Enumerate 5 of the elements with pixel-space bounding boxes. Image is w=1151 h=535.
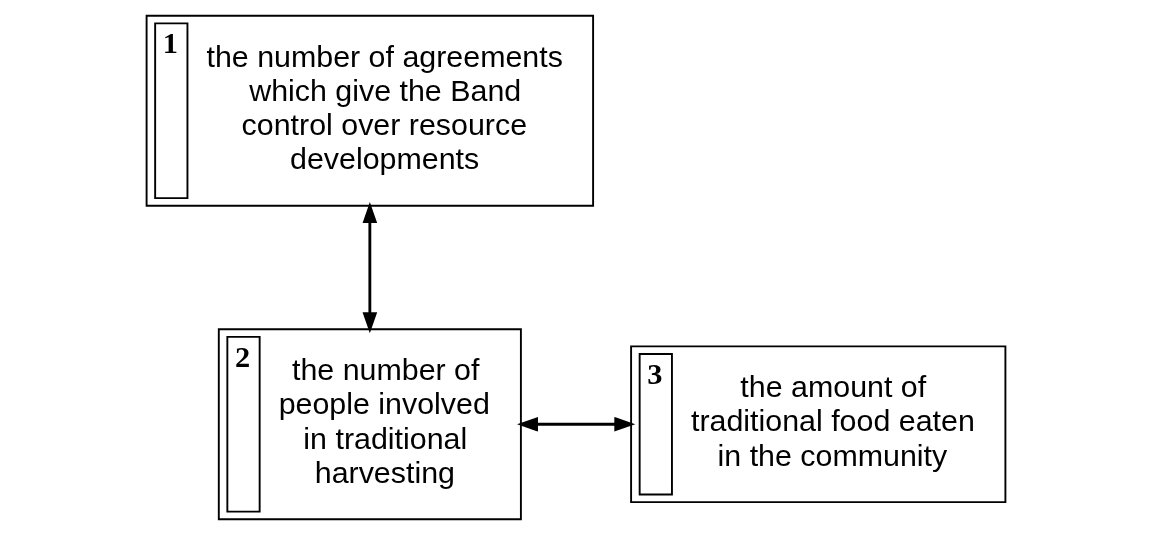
arrow	[362, 202, 377, 334]
node-box: 2 the number of people involved in traditional harvesting	[217, 328, 522, 521]
arrow	[516, 416, 635, 432]
node-box: 1 the number of agreements which give the Band control over resource developments	[145, 14, 594, 207]
node-box: 3 the amount of traditional food eaten in the community	[629, 345, 1006, 504]
